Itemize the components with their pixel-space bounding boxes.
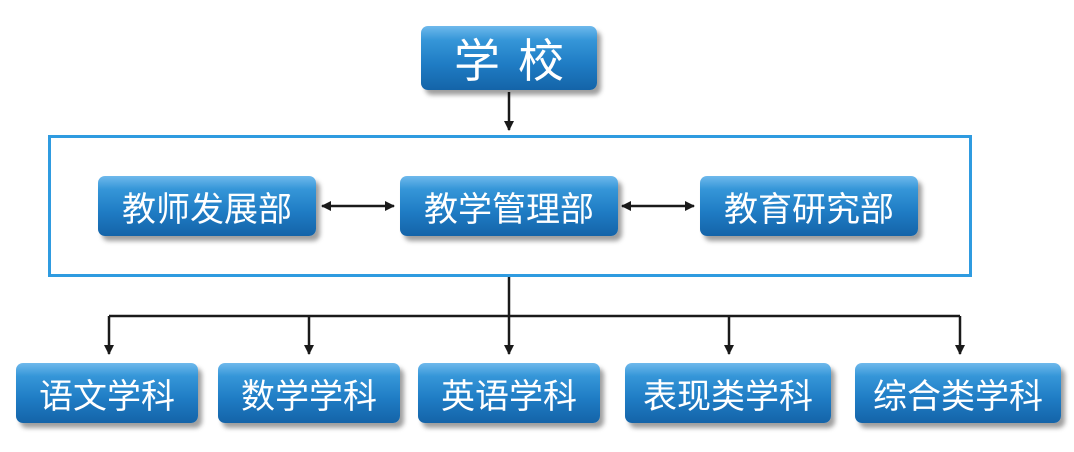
subject-node-math: 数学学科	[218, 363, 400, 423]
department-group-frame	[48, 135, 972, 277]
department-node-education-research: 教育研究部	[700, 176, 918, 236]
subject-node-expressive: 表现类学科	[625, 363, 831, 423]
root-node: 学校	[421, 26, 597, 90]
department-node-teacher-development: 教师发展部	[98, 176, 316, 236]
department-node-teaching-management: 教学管理部	[400, 176, 618, 236]
subject-node-comprehensive: 综合类学科	[855, 363, 1061, 423]
subject-node-english: 英语学科	[418, 363, 600, 423]
subject-node-chinese: 语文学科	[16, 363, 198, 423]
